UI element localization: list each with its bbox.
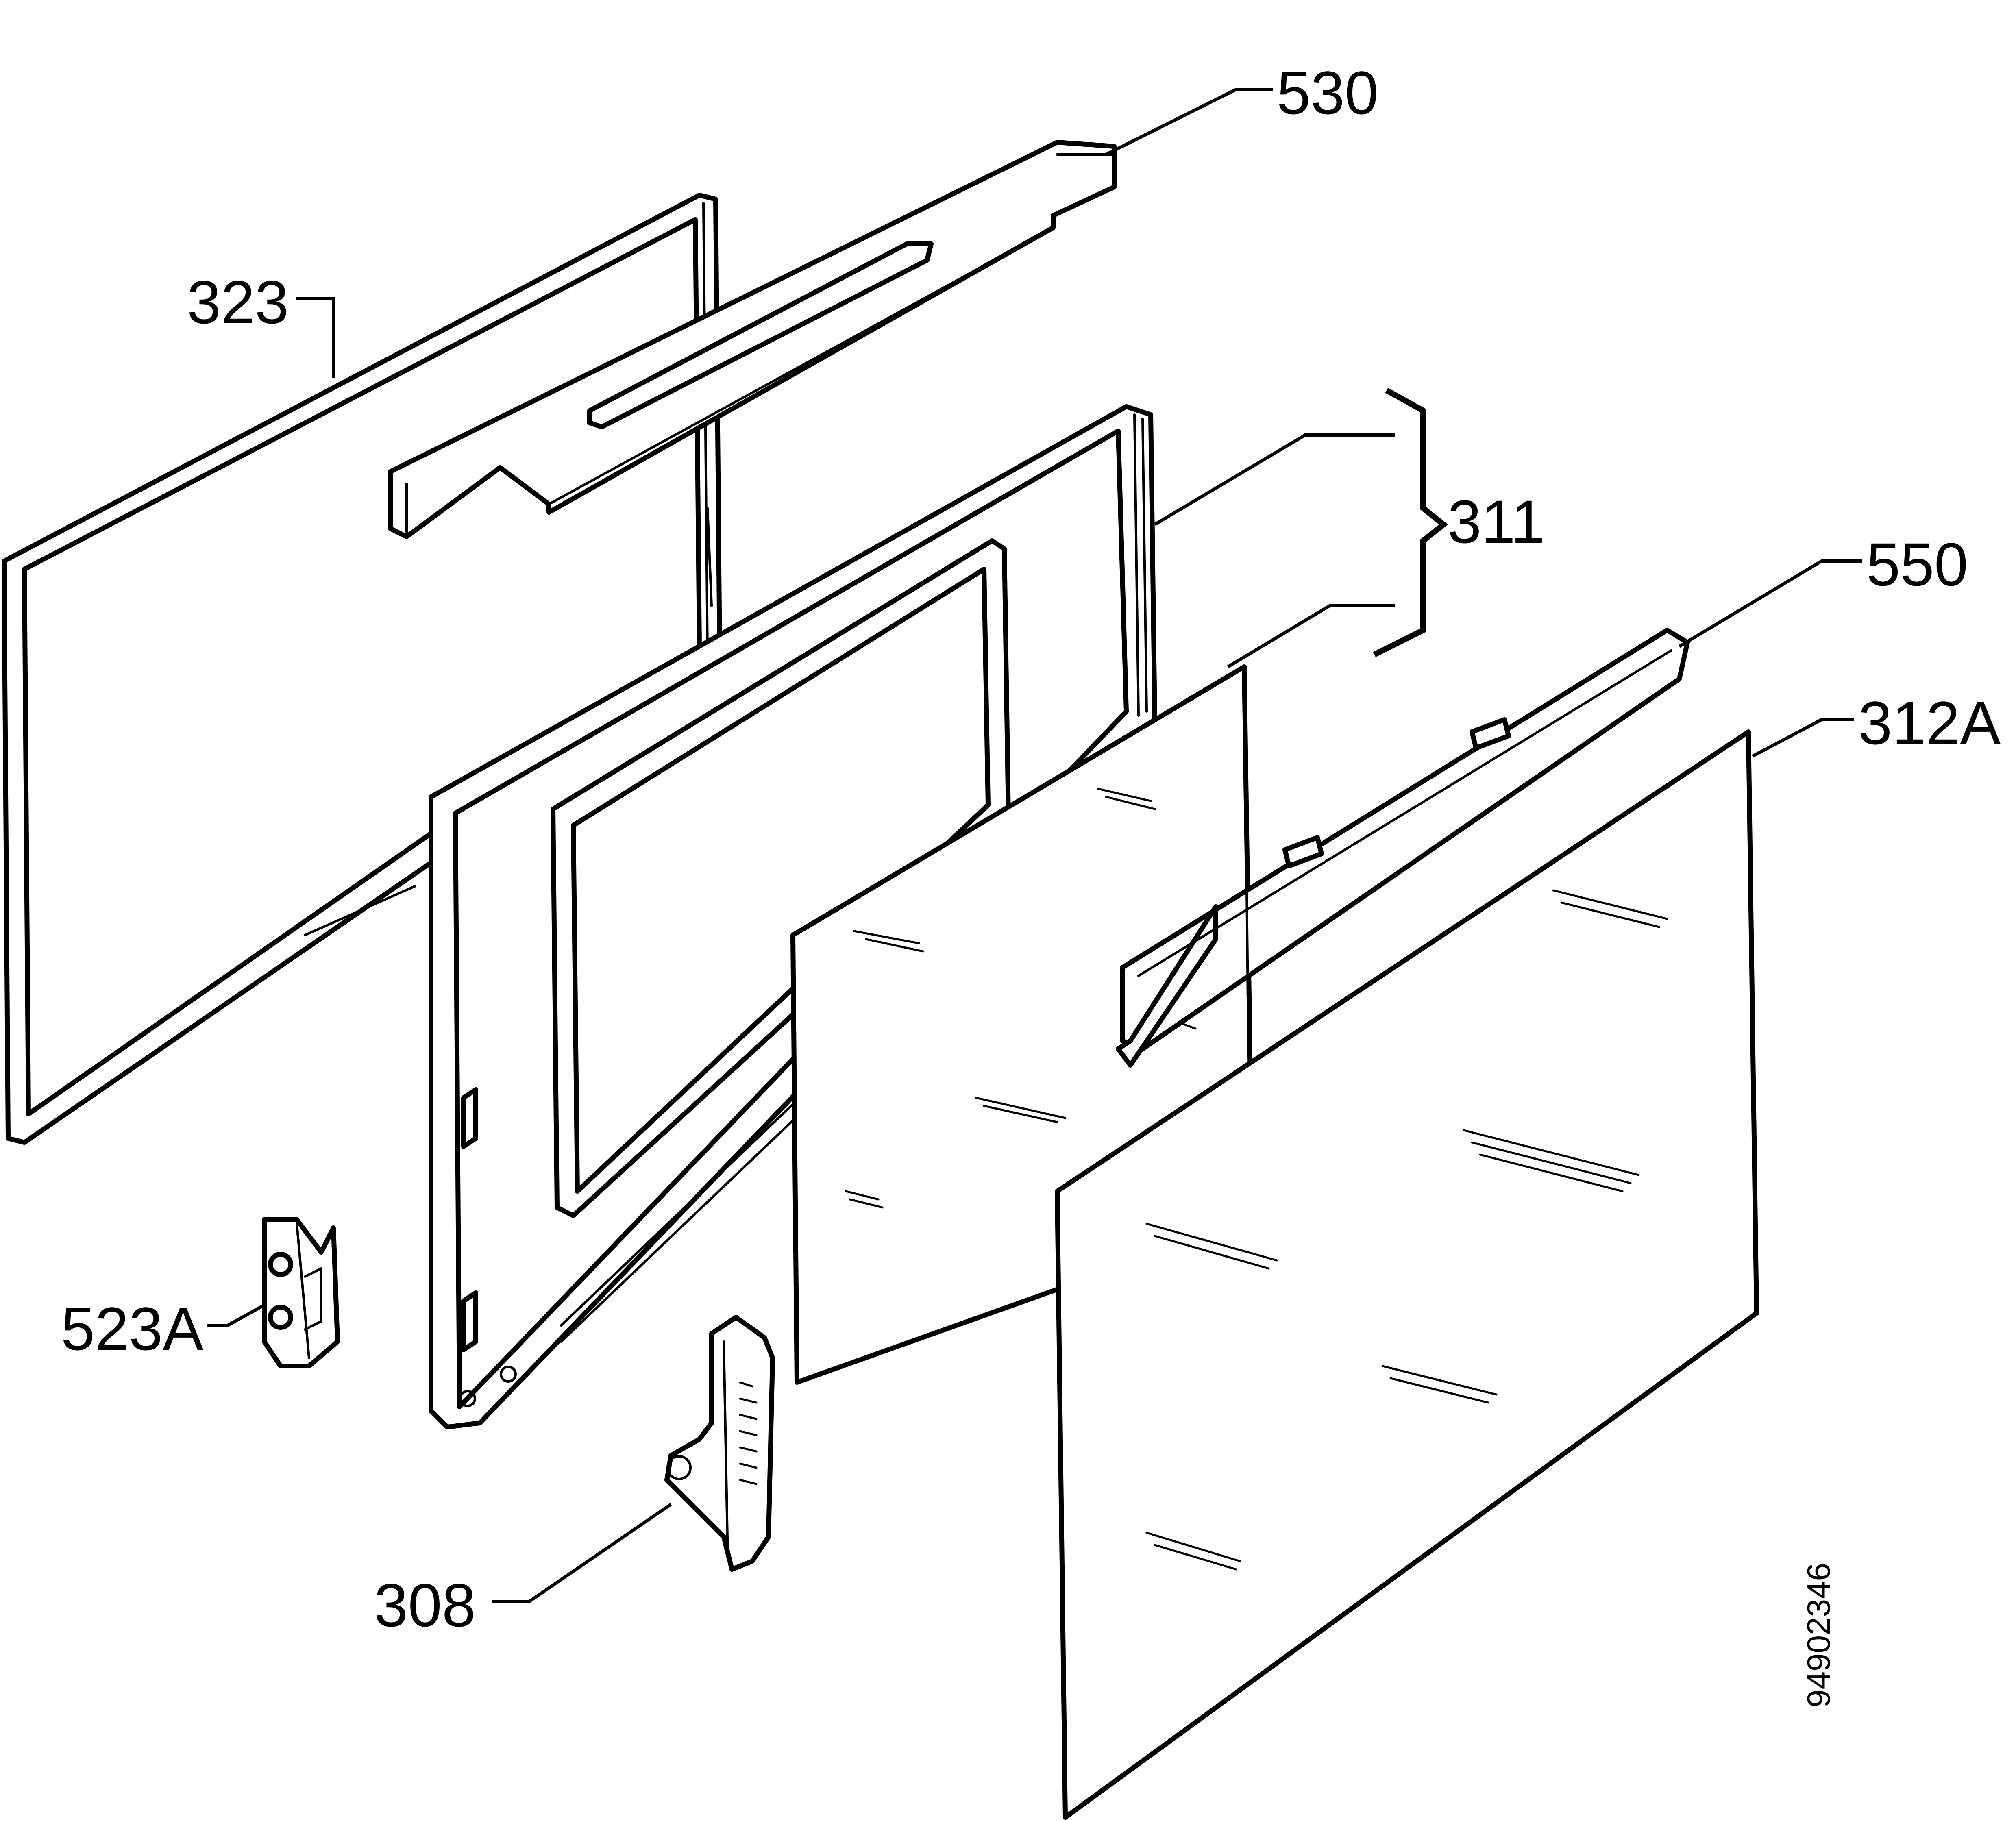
callout-323: 323 [187, 268, 289, 336]
leader-550 [1678, 559, 1862, 648]
document-number: 94902346 [1800, 1563, 1837, 1708]
callout-550: 550 [1866, 530, 1968, 598]
part-308-door-hinge [664, 1315, 775, 1572]
callout-311: 311 [1448, 487, 1545, 556]
bracket-311 [1373, 387, 1448, 657]
part-530-top-profile [388, 140, 1117, 607]
part-523a-hinge-bracket [262, 1217, 340, 1368]
callout-523a: 523A [61, 1294, 203, 1363]
leader-311-upper [1154, 433, 1395, 526]
callout-312a: 312A [1858, 689, 2001, 757]
leader-530 [1105, 88, 1273, 156]
leader-308 [492, 1503, 672, 1603]
leader-lines [207, 88, 1862, 1603]
callout-530: 530 [1277, 59, 1378, 127]
leader-311-lower [1227, 604, 1395, 668]
leader-323 [296, 297, 335, 378]
leader-523a [207, 1303, 265, 1327]
part-550-glass-strip [1116, 628, 1690, 1068]
callout-308: 308 [374, 1571, 476, 1639]
part-312a-front-glass [1055, 729, 1759, 1820]
part-311-inner-door-frame [304, 404, 1157, 1429]
leader-312a [1752, 718, 1854, 758]
